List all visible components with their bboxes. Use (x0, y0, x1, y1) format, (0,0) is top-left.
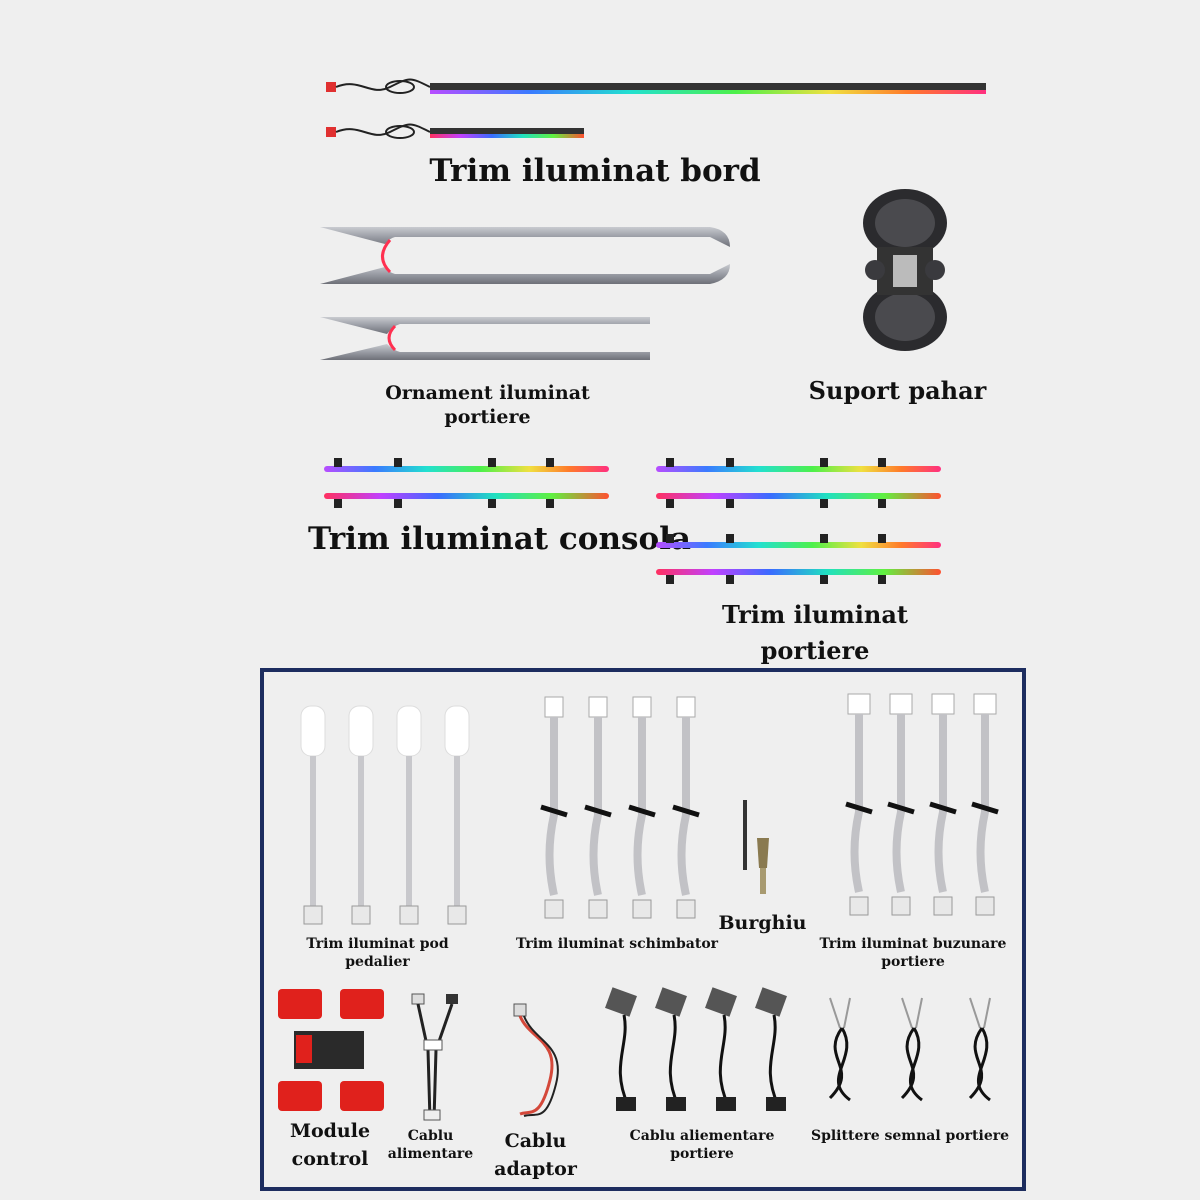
door-power-cables-image (605, 987, 787, 1111)
label-splittere: Splittere semnal portiere (810, 1128, 1010, 1144)
label-suport-pahar: Suport pahar (808, 376, 987, 405)
label-cablu-alimentare: Cablu alimentare (387, 1128, 474, 1162)
label-burghiu: Burghiu (718, 912, 807, 934)
adaptor-cable-image (513, 1003, 559, 1117)
cup-holder-image (863, 189, 947, 351)
label-trim-portiere: Trim iluminat portiere (722, 600, 908, 665)
label-trim-schimbator: Trim iluminat schimbator (515, 936, 719, 952)
label-module-control: Module control (289, 1120, 371, 1170)
shifter-led-cables (540, 696, 700, 919)
label-ornament-portiere: Ornament iluminat portiere (385, 382, 590, 428)
door-strips (656, 458, 941, 584)
console-strips (324, 458, 609, 508)
pocket-led-cables (845, 693, 999, 916)
label-cablu-alimentare-portiere: Cablu aliementare portiere (629, 1128, 775, 1162)
label-trim-consola: Trim iluminat consola (308, 521, 692, 557)
door-trim-set (320, 227, 730, 360)
label-trim-pod-pedalier: Trim iluminat pod pedalier (306, 936, 449, 970)
control-modules-image (278, 989, 384, 1111)
accessories-frame (260, 668, 1026, 1191)
splitter-cables-image (828, 997, 991, 1102)
power-cable-image (411, 993, 458, 1121)
dashboard-light-bar-short (326, 123, 584, 139)
dashboard-light-bar-long (326, 78, 986, 94)
label-trim-buzunare: Trim iluminat buzunare portiere (819, 936, 1007, 970)
label-trim-bord: Trim iluminat bord (429, 153, 761, 189)
label-cablu-adaptor: Cablu adaptor (494, 1130, 577, 1180)
pedal-led-cables (300, 705, 470, 925)
drill-bit-image (743, 800, 769, 894)
